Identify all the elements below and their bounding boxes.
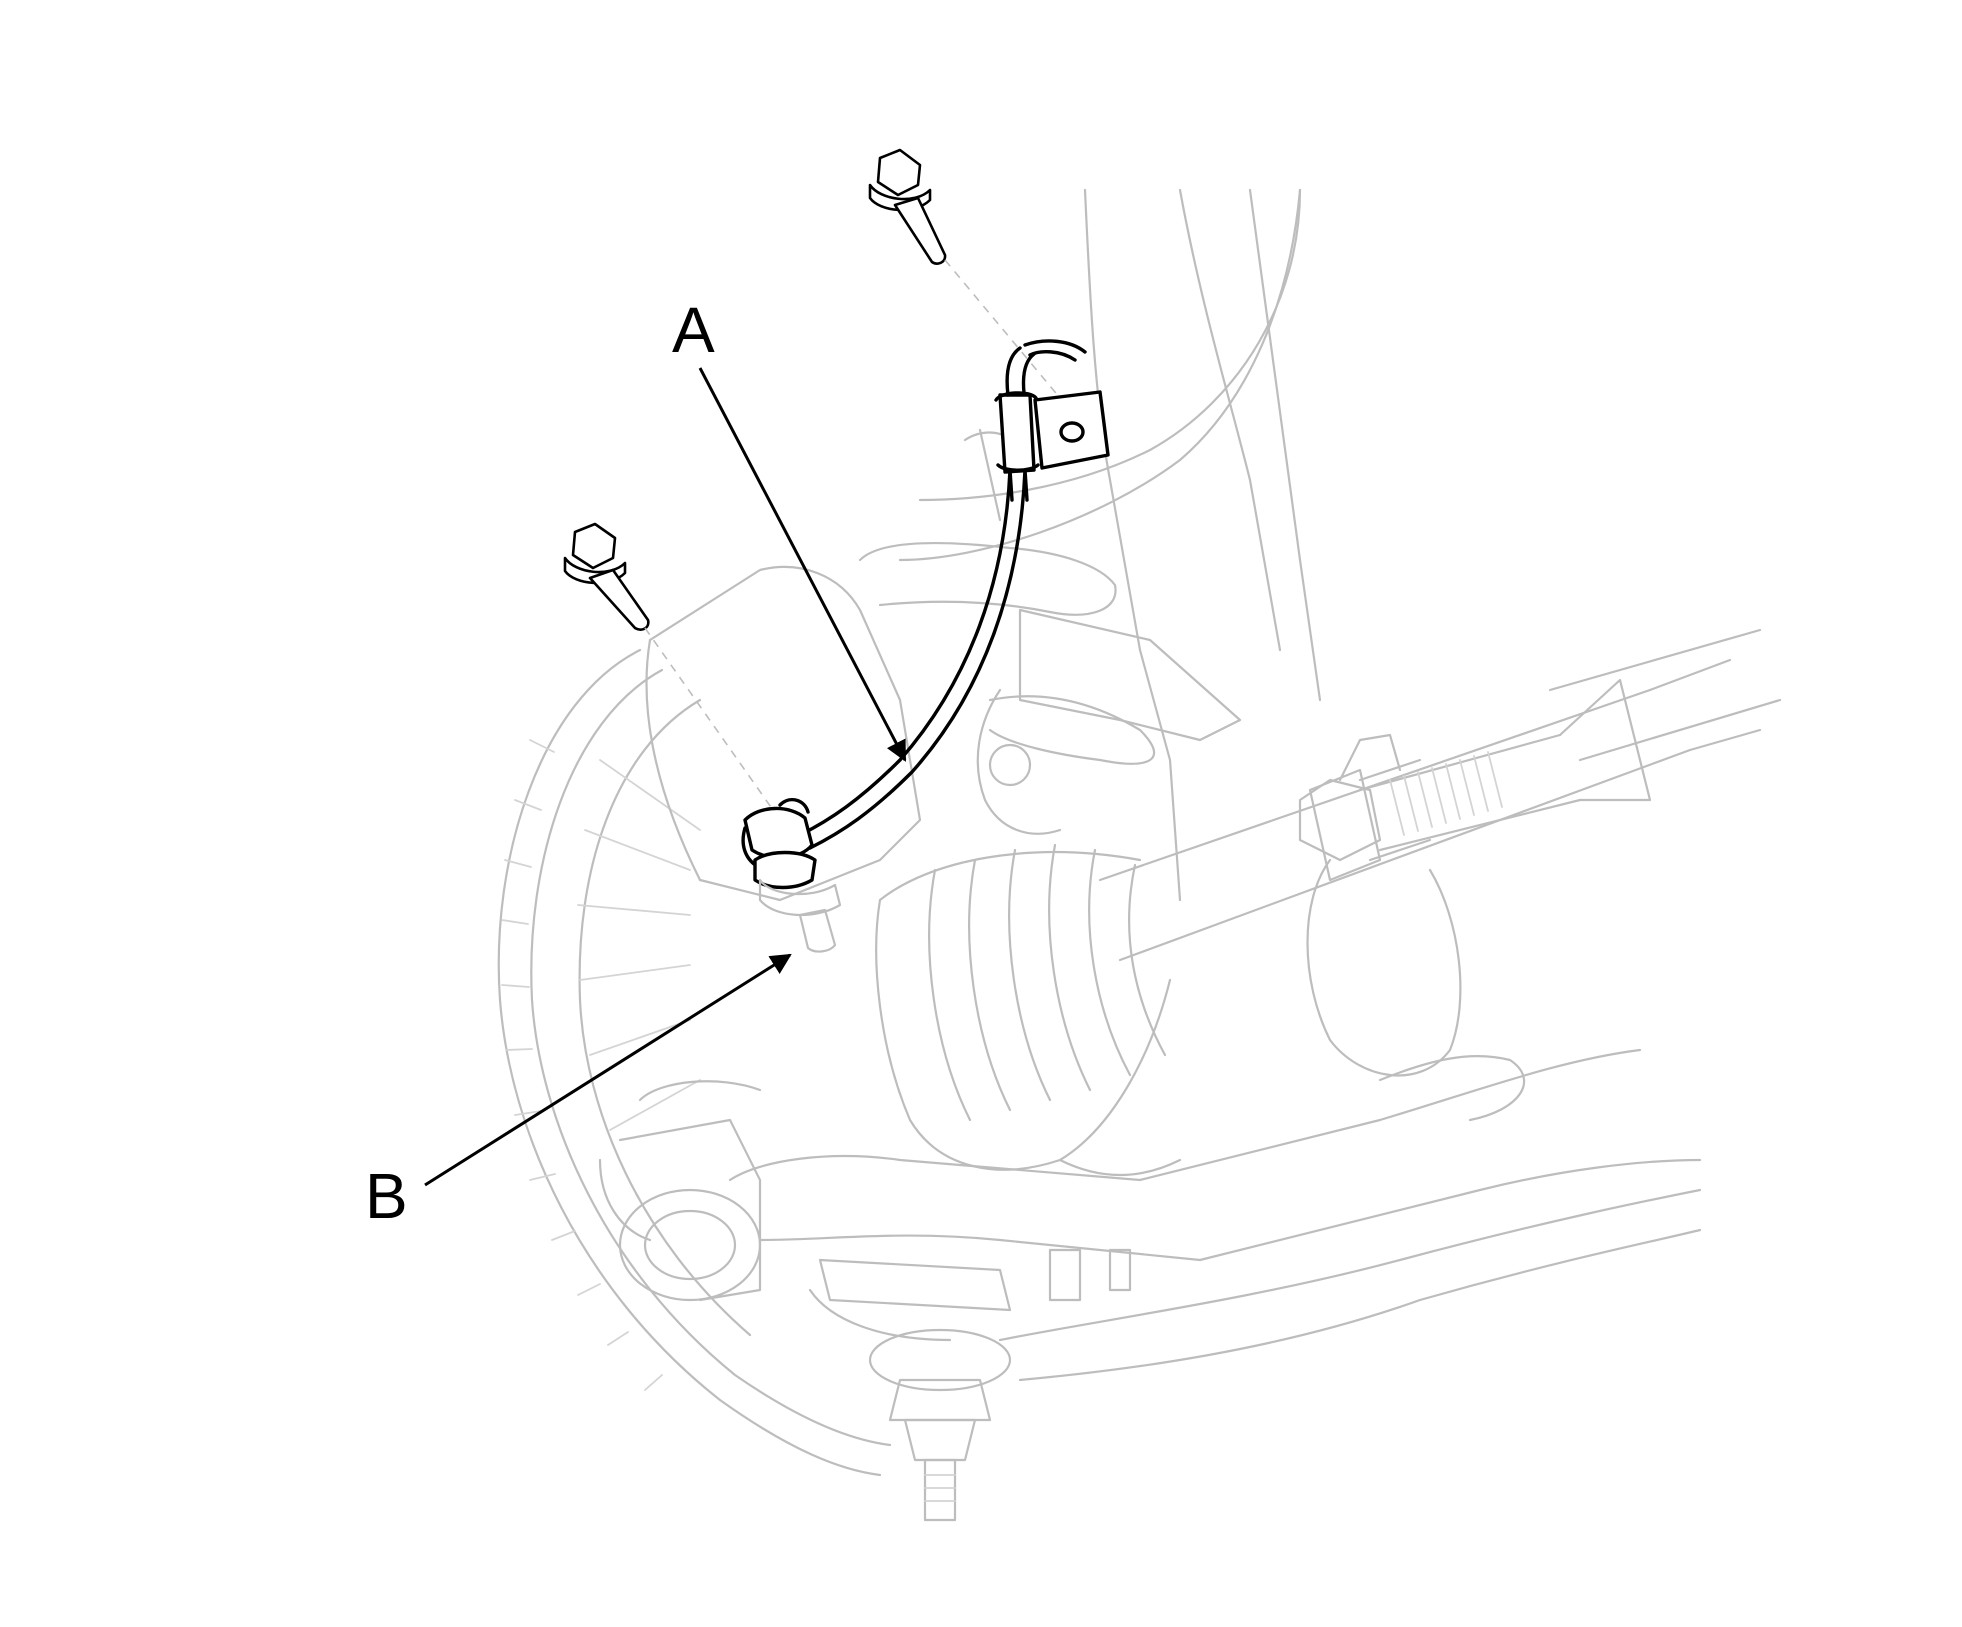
brake-caliper (645, 541, 1155, 902)
lower-control-arm (728, 1048, 1702, 1382)
callout-a: A (672, 294, 907, 762)
lower-ball-joint (598, 1080, 762, 1302)
upper-bolt-axis (944, 259, 1071, 411)
callout-b-leader (424, 953, 792, 1187)
lower-bolt-axis (644, 627, 781, 821)
upper-bolt (868, 148, 947, 265)
spring-seat-arc (918, 188, 1302, 502)
callout-b-label: B (365, 1160, 408, 1232)
callout-a-leader (698, 367, 907, 762)
threaded-rod (1308, 628, 1782, 882)
callout-b: B (365, 953, 792, 1232)
steering-knuckle (898, 188, 1322, 902)
brake-hose (741, 339, 1110, 890)
drive-shaft-boot (875, 843, 1182, 1177)
tie-rod (1098, 658, 1762, 1077)
lower-bolt (563, 522, 650, 631)
ball-joint-stud (808, 1248, 1132, 1522)
guide-pin (758, 878, 842, 953)
callout-a-label: A (672, 294, 715, 366)
suspension-background (497, 188, 1782, 1522)
brake-disc (497, 648, 892, 1477)
